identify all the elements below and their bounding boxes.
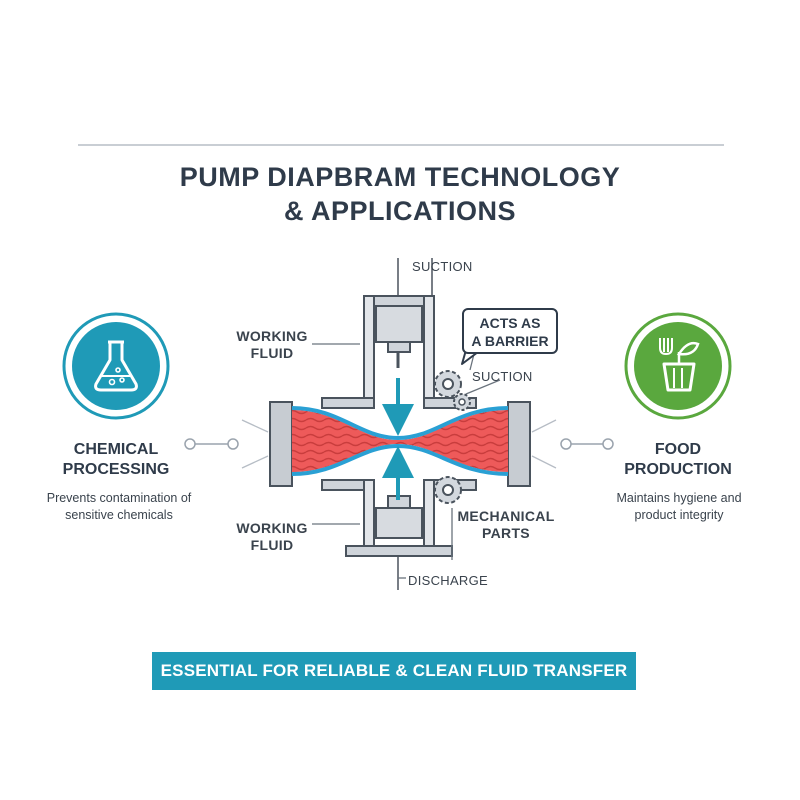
chemical-processing-description: Prevents contamination of sensitive chem…	[46, 491, 192, 522]
barrier-callout: ACTS AS A BARRIER	[462, 308, 558, 354]
left-flange	[269, 401, 293, 487]
leader-lines	[312, 343, 501, 579]
gear-icon	[453, 393, 471, 411]
label-discharge: DISCHARGE	[408, 573, 488, 588]
page-title: PUMP DIAPBRAM TECHNOLOGY & APPLICATIONS	[0, 160, 800, 228]
title-line-2: & APPLICATIONS	[283, 196, 516, 226]
title-line-1: PUMP DIAPBRAM TECHNOLOGY	[179, 162, 621, 192]
label-working-fluid-top: WORKING FLUID	[236, 328, 308, 361]
gear-icon	[434, 370, 462, 398]
top-chamber	[321, 258, 477, 409]
plant-pot-icon	[624, 312, 732, 420]
label-working-fluid-bottom: WORKING FLUID	[236, 520, 308, 553]
food-production-title: FOOD PRODUCTION	[624, 441, 732, 478]
label-suction-top: SUCTION	[412, 259, 473, 274]
top-divider	[78, 144, 724, 146]
label-mechanical-parts: MECHANICAL PARTS	[457, 508, 555, 541]
right-flange	[507, 401, 531, 487]
left-connector	[184, 419, 269, 469]
chemical-processing-title: CHEMICAL PROCESSING	[62, 441, 170, 478]
right-connector	[531, 419, 614, 469]
upper-diaphragm	[291, 406, 509, 441]
summary-banner: ESSENTIAL FOR RELIABLE & CLEAN FLUID TRA…	[152, 652, 636, 690]
gear-icon	[434, 476, 462, 504]
food-production-description: Maintains hygiene and product integrity	[616, 491, 742, 522]
label-suction-right: SUCTION	[472, 369, 533, 384]
flask-icon	[62, 312, 170, 420]
